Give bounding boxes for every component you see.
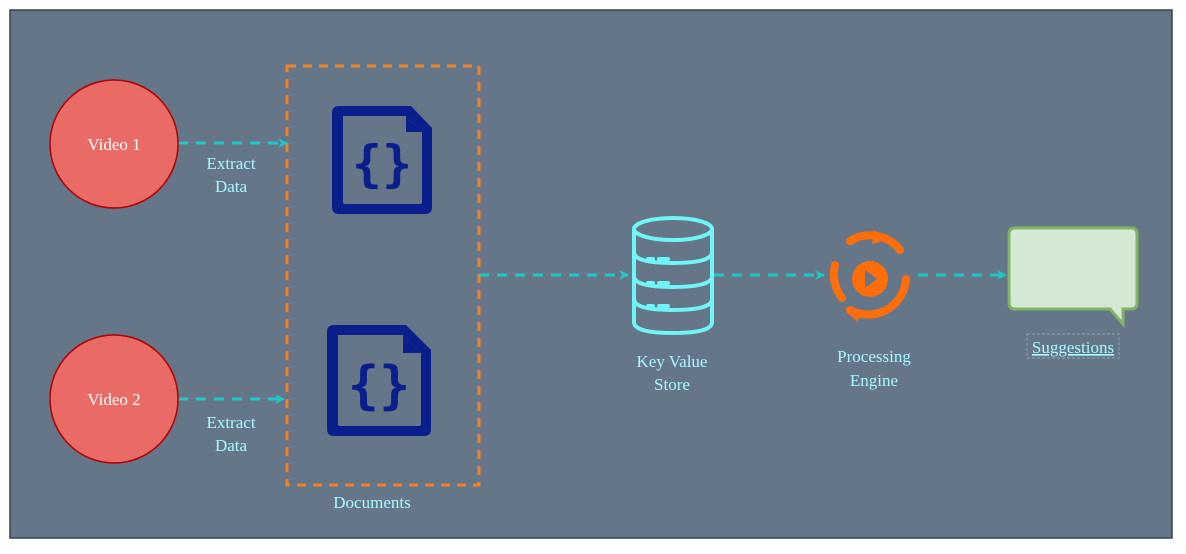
store-label-line1: Key Value	[637, 352, 708, 371]
extract-data-label-2-line1: Extract	[206, 413, 255, 432]
json-document-icon[interactable]: {}	[332, 106, 432, 214]
database-icon[interactable]	[632, 216, 714, 336]
extract-data-label-1-line2: Data	[215, 177, 248, 196]
extract-data-label-1-line1: Extract	[206, 154, 255, 173]
engine-label-line2: Engine	[850, 371, 898, 390]
video2-node[interactable]: Video 2	[49, 334, 179, 464]
video1-label: Video 1	[87, 135, 140, 154]
engine-label-line1: Processing	[837, 347, 911, 366]
processing-engine-icon[interactable]	[829, 230, 910, 322]
svg-text:{}: {}	[348, 356, 411, 416]
extract-data-label-2-line2: Data	[215, 436, 248, 455]
video1-node[interactable]: Video 1	[49, 79, 179, 209]
json-document-icon[interactable]: {}	[327, 325, 431, 436]
suggestions-label: Suggestions	[1032, 338, 1114, 357]
documents-label: Documents	[333, 493, 410, 512]
suggestions-label-box	[1026, 333, 1120, 359]
edges	[178, 138, 1007, 404]
speech-bubble[interactable]	[1007, 226, 1139, 329]
store-label-line2: Store	[654, 375, 690, 394]
video2-label: Video 2	[87, 390, 140, 409]
svg-text:{}: {}	[352, 135, 412, 193]
